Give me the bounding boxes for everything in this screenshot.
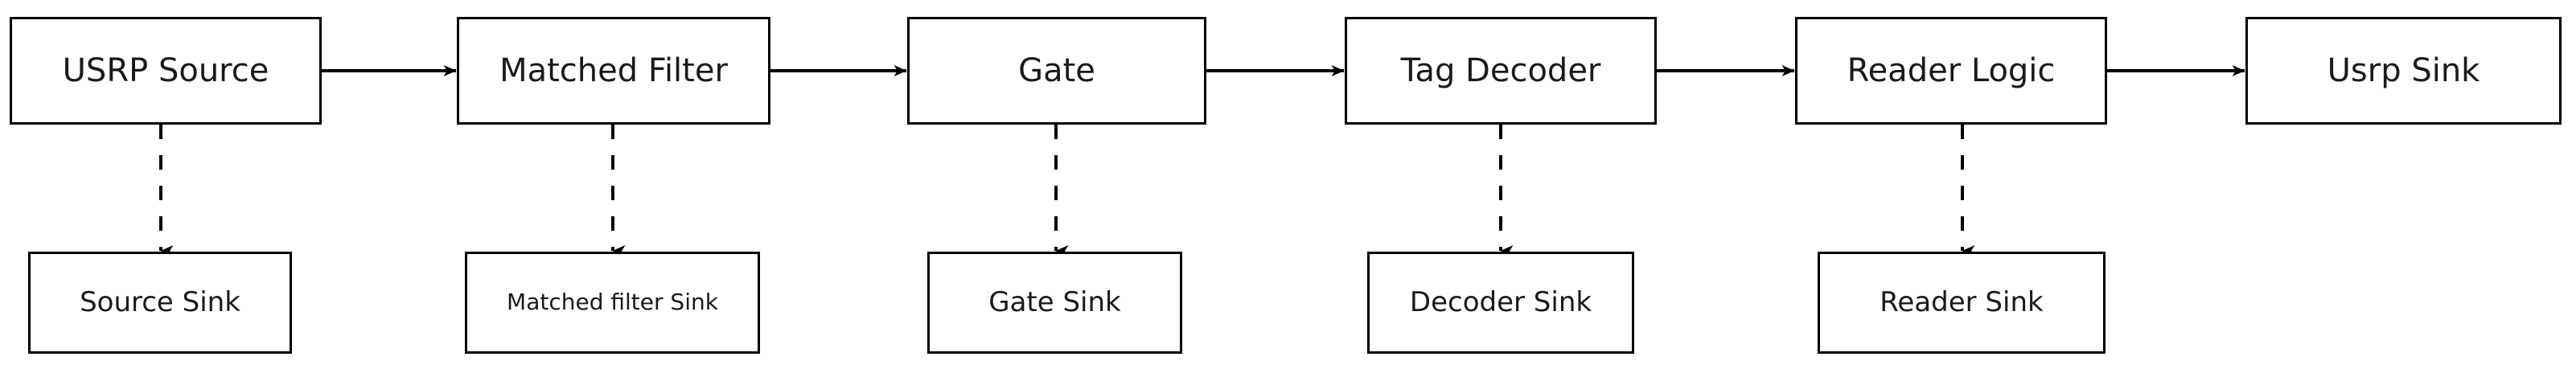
node-label-source-sink: Source Sink xyxy=(80,285,240,318)
node-reader-sink[interactable]: Reader Sink xyxy=(1818,252,2106,354)
node-gate[interactable]: Gate xyxy=(907,17,1206,125)
node-label-gate-sink: Gate Sink xyxy=(988,285,1121,318)
node-source-sink[interactable]: Source Sink xyxy=(28,252,292,354)
node-gate-sink[interactable]: Gate Sink xyxy=(927,252,1182,354)
node-label-tag-decoder: Tag Decoder xyxy=(1400,52,1601,89)
node-label-reader-sink: Reader Sink xyxy=(1880,285,2044,318)
node-label-matched-filter: Matched Filter xyxy=(499,52,728,89)
node-label-usrp-source: USRP Source xyxy=(62,52,269,89)
node-reader-logic[interactable]: Reader Logic xyxy=(1795,17,2107,125)
node-label-decoder-sink: Decoder Sink xyxy=(1409,285,1592,318)
node-usrp-sink[interactable]: Usrp Sink xyxy=(2245,17,2562,125)
node-matched-filter-sink[interactable]: Matched filter Sink xyxy=(465,252,760,354)
node-decoder-sink[interactable]: Decoder Sink xyxy=(1367,252,1634,354)
dashed-edge-group xyxy=(159,125,1975,256)
node-label-usrp-sink: Usrp Sink xyxy=(2327,52,2480,89)
node-label-matched-filter-sink: Matched filter Sink xyxy=(507,289,718,316)
node-matched-filter[interactable]: Matched Filter xyxy=(457,17,770,125)
node-usrp-source[interactable]: USRP Source xyxy=(10,17,322,125)
node-tag-decoder[interactable]: Tag Decoder xyxy=(1345,17,1657,125)
node-label-gate: Gate xyxy=(1018,52,1095,89)
node-label-reader-logic: Reader Logic xyxy=(1847,52,2056,89)
